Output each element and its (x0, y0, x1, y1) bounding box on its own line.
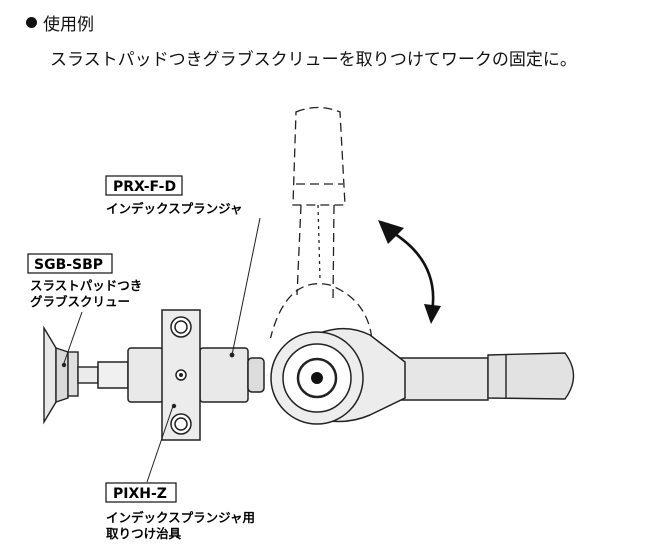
callout-pixh-z-name-line1: インデックスプランジャ用 (106, 510, 255, 525)
leader-sgb-sbp (63, 311, 83, 364)
lever-hub (270, 327, 406, 425)
callout-prx-f-d-code: PRX-F-D (113, 179, 176, 195)
callout-prx-f-d: PRX-F-D インデックスプランジャ (105, 175, 243, 216)
leader-prx-f-d (231, 217, 261, 356)
callout-pixh-z-box (105, 482, 177, 503)
usage-example-header: 使用例 スラストパッドつきグラブスクリューを取りつけてワークの固定に。 (26, 10, 577, 70)
handle-grip (487, 352, 575, 400)
plunger-body-right (199, 347, 249, 403)
callout-sgb-sbp-code: SGB-SBP (34, 257, 103, 273)
plunger-body-left (127, 347, 164, 403)
callout-sgb-sbp-box (27, 253, 113, 274)
screw-shaft (77, 366, 99, 384)
holder-hole-top-inner (174, 320, 188, 334)
lever-handle-horizontal (394, 352, 575, 401)
arrow-head-bottom-icon (424, 304, 441, 324)
callout-prx-f-d-box (105, 175, 183, 196)
callout-sgb-sbp-name-line2: グラブスクリュー (30, 294, 130, 309)
leader-pixh-z (146, 405, 174, 483)
callout-pixh-z-code: PIXH-Z (113, 486, 167, 502)
usage-example-title-row: 使用例 (26, 10, 577, 35)
usage-example-description: スラストパッドつきグラブスクリューを取りつけてワークの固定に。 (50, 50, 577, 70)
leader-lines (63, 217, 261, 483)
arrow-head-top-icon (378, 220, 404, 244)
thrust-pad (43, 325, 57, 425)
plunger-knob (97, 361, 129, 389)
callout-pixh-z: PIXH-Z インデックスプランジャ用 取りつけ治具 (105, 482, 255, 541)
hub-center-hole (311, 372, 323, 384)
bullet-icon (26, 17, 37, 28)
dashed-arm-center (317, 204, 321, 281)
callout-sgb-sbp-name-line1: スラストパッドつき (30, 278, 142, 293)
dashed-handle-grip (292, 106, 346, 206)
usage-example-title: 使用例 (43, 15, 94, 35)
rotation-arrow (378, 220, 441, 324)
dashed-arm-right (332, 204, 335, 301)
callout-pixh-z-name-line2: 取りつけ治具 (106, 526, 182, 541)
lever-swung-position-dashed (269, 106, 373, 338)
callout-sgb-sbp: SGB-SBP スラストパッドつき グラブスクリュー (27, 253, 142, 309)
dashed-hub-outline (269, 283, 373, 338)
index-plunger-body (97, 347, 265, 403)
dashed-arm-left (296, 204, 302, 296)
plunger-pin (247, 357, 265, 393)
screw-collar (67, 351, 79, 397)
holder-center-screw-dot (179, 373, 183, 377)
screw-marker-dot (61, 362, 67, 368)
handle-shaft (394, 357, 489, 401)
callout-prx-f-d-name: インデックスプランジャ (106, 201, 243, 216)
holder-hole-bottom-inner (174, 417, 188, 431)
